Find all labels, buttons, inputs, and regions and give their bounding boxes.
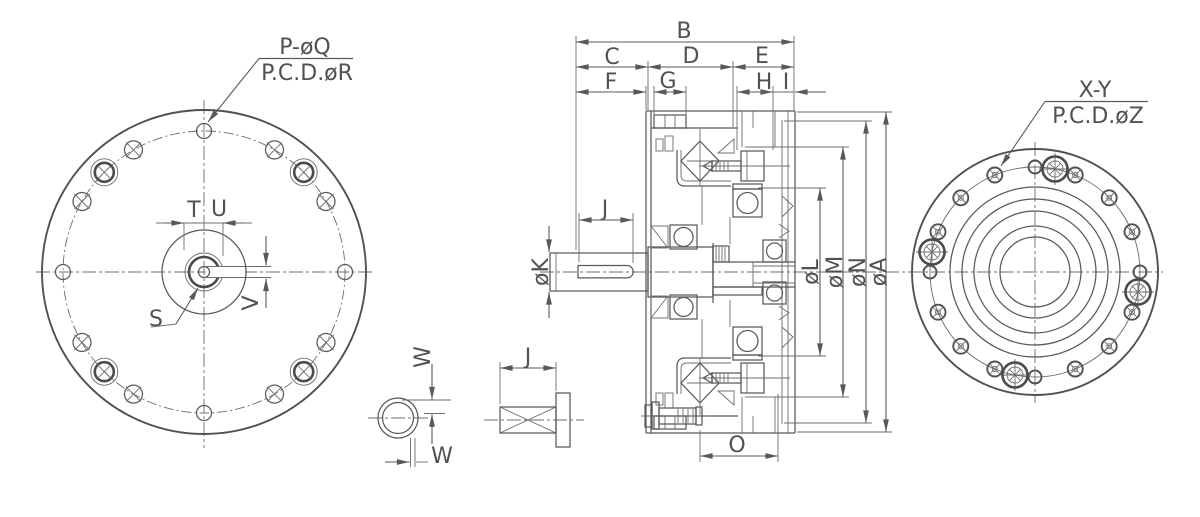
- rear-leader-line: [1000, 101, 1046, 167]
- pin-detail-view: W W: [368, 346, 453, 469]
- front-socket-bolts: [90, 158, 318, 386]
- dim-j-label: J: [600, 197, 609, 222]
- front-bolt-pitch-circle: [62, 130, 346, 414]
- rear-ring-4: [988, 225, 1082, 319]
- front-plain-holes: [54, 122, 354, 422]
- section-view: B C D E F G H I J øK: [529, 19, 920, 462]
- dim-f-label: F: [605, 70, 618, 95]
- shaft-keyway: [577, 264, 634, 279]
- pin-outer-circle: [377, 397, 419, 439]
- dim-l-label: øL: [799, 258, 824, 284]
- dim-b-label: B: [676, 19, 691, 44]
- rear-ring-3: [973, 210, 1097, 334]
- dim-n-label: øN: [846, 257, 871, 287]
- rear-bolt-pitch-circle: [929, 166, 1141, 378]
- dim-k-label: øK: [529, 257, 554, 285]
- front-view: P-øQ P.C.D.øR T U V S: [36, 35, 372, 448]
- section-diameter-dims: øL øM øN øA: [745, 111, 892, 433]
- dim-a-label: øA: [867, 258, 892, 287]
- output-bearing: [732, 188, 763, 218]
- key-detail-view: J: [484, 345, 584, 448]
- rear-outer-circle: [911, 148, 1159, 396]
- dim-m-label: øM: [823, 256, 848, 288]
- dim-w-horizontal-label: W: [431, 444, 453, 469]
- rear-view: X-Y P.C.D.øZ: [908, 78, 1163, 403]
- front-dim-s: S: [149, 287, 199, 332]
- front-tapped-holes: [72, 140, 336, 404]
- dim-g-label: G: [659, 69, 676, 94]
- mounting-bolt: [641, 401, 708, 430]
- rear-callout: X-Y P.C.D.øZ: [1000, 78, 1148, 167]
- output-coupling: [712, 243, 795, 303]
- front-dim-v: V: [239, 236, 269, 311]
- dim-w-vertical-label: W: [411, 346, 436, 368]
- front-outer-circle: [41, 109, 367, 435]
- rear-small-screws: [929, 166, 1141, 378]
- rear-hole-count-label: X-Y: [1079, 78, 1112, 103]
- rear-pcd-label: P.C.D.øZ: [1052, 104, 1144, 129]
- key-dim-j-label: J: [523, 345, 532, 370]
- dim-c-label: C: [604, 45, 619, 70]
- rear-ring-2: [961, 198, 1109, 346]
- dim-i-label: I: [783, 70, 790, 95]
- rear-bore: [999, 236, 1071, 308]
- key-flange: [555, 392, 571, 448]
- rear-socket-bolts: [916, 153, 1154, 391]
- dim-d-label: D: [683, 44, 700, 69]
- dim-e-label: E: [755, 44, 769, 69]
- section-o-dim: O: [699, 394, 779, 462]
- keyway-clear: [206, 266, 245, 278]
- front-pcd-label: P.C.D.øR: [261, 61, 353, 86]
- front-hole-count-label: P-øQ: [279, 35, 331, 60]
- front-hub-circle: [161, 229, 247, 315]
- shaft-j-dim: J: [578, 197, 634, 263]
- dim-t-label: T: [186, 198, 201, 223]
- section-length-dims: B C D E F G H I: [575, 19, 826, 250]
- dim-o-label: O: [728, 433, 745, 458]
- dim-u-label: U: [211, 197, 227, 222]
- dim-v-label: V: [239, 295, 264, 310]
- dim-s-label: S: [149, 307, 163, 332]
- pin-inner-circle: [381, 401, 415, 435]
- shaft-k-dim: øK: [529, 226, 554, 318]
- gear-internals: [650, 129, 791, 416]
- section-housing: [645, 110, 796, 434]
- dim-h-label: H: [756, 70, 773, 95]
- front-dim-tu: T U: [156, 197, 252, 256]
- front-callout: P-øQ P.C.D.øR: [207, 35, 353, 123]
- input-bearing: [669, 224, 698, 250]
- front-leader-line: [207, 58, 260, 123]
- rear-ring-1: [949, 186, 1121, 358]
